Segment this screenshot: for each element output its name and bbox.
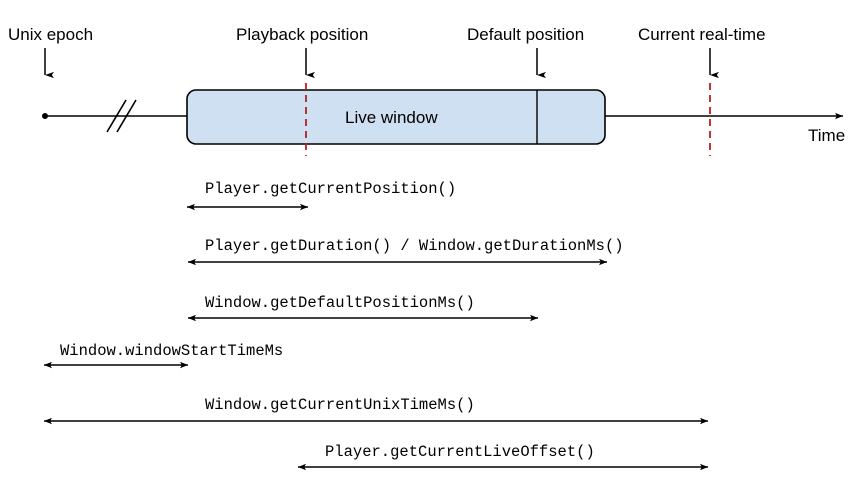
live-window-box (186, 89, 606, 145)
marker-label-current-real-time: Current real-time (638, 25, 766, 44)
measure-label-get-current-position: Player.getCurrentPosition() (205, 180, 457, 198)
marker-label-default-position: Default position (467, 25, 585, 44)
marker-label-unix-epoch: Unix epoch (8, 25, 94, 44)
axis-break-icon (106, 99, 137, 133)
live-window-rect (186, 89, 606, 145)
measure-label-get-current-unix-time-ms: Window.getCurrentUnixTimeMs() (205, 396, 475, 414)
time-axis-label: Time (808, 126, 846, 145)
marker-callout-arrows (44, 48, 719, 79)
measure-label-get-default-position-ms: Window.getDefaultPositionMs() (205, 294, 475, 312)
measure-label-window-start-time-ms: Window.windowStartTimeMs (60, 342, 284, 360)
live-window-label: Live window (345, 108, 438, 127)
time-axis (42, 99, 843, 133)
marker-dashed-lines (305, 83, 711, 156)
measure-label-get-duration: Player.getDuration() / Window.getDuratio… (205, 237, 624, 255)
marker-label-playback-position: Playback position (236, 25, 369, 44)
measure-label-get-current-live-offset: Player.getCurrentLiveOffset() (325, 443, 595, 461)
measurement-arrows (44, 203, 708, 471)
